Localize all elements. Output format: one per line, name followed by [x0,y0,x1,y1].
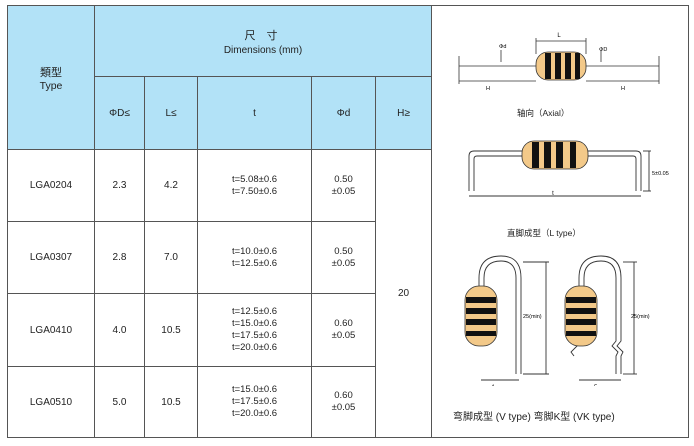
cell-t: t=10.0±0.6 t=12.5±0.6 [197,221,312,294]
d-value: 0.60 [334,390,353,401]
col-header-L: L≤ [144,76,198,150]
label-H-left: H [486,86,490,92]
t-value: t=7.50±0.6 [231,185,278,197]
cell-t: t=15.0±0.6 t=17.5±0.6 t=20.0±0.6 [197,366,312,438]
cell-L: 4.2 [144,149,198,222]
d-value: 0.60 [334,318,353,329]
table-row: LGA0510 5.0 10.5 t=15.0±0.6 t=17.5±0.6 t… [7,366,432,438]
cell-type: LGA0510 [7,366,95,438]
label-t: t [552,191,554,197]
col-header-t: t [197,76,312,150]
d-tolerance: ±0.05 [331,185,356,197]
type-header-en: Type [39,79,63,92]
cell-D: 2.3 [94,149,145,222]
dimensions-header: 尺 寸 Dimensions (mm) [94,5,432,77]
t-value: t=15.0±0.6 [231,384,278,395]
l-type-resistor-diagram: t 5±0.05 [468,140,669,197]
cell-d: 0.50 ±0.05 [311,221,376,294]
table-row: LGA0307 2.8 7.0 t=10.0±0.6 t=12.5±0.6 0.… [7,221,432,294]
t-value: t=20.0±0.6 [231,342,278,353]
cell-t: t=12.5±0.6 t=15.0±0.6 t=17.5±0.6 t=20.0±… [197,293,312,367]
label-phiD: ΦD [599,47,607,53]
label-5: 5±0.05 [652,171,669,177]
cell-type: LGA0410 [7,293,95,367]
l-type-caption: 直脚成型（L type） [507,228,581,238]
dimensions-header-cn: 尺 寸 [244,29,282,42]
label-5b: 5 [594,385,598,386]
t-value: t=17.5±0.6 [231,396,278,407]
col-header-H: H≥ [375,76,432,150]
cell-d: 0.60 ±0.05 [311,293,376,367]
label-H-right: H [621,86,625,92]
d-value: 0.50 [334,173,353,185]
v-vk-type-caption: 弯脚成型 (V type) 弯脚K型 (VK type) [453,412,615,423]
cell-type: LGA0204 [7,149,95,222]
label-phid: Φd [499,44,506,50]
d-tolerance: ±0.05 [331,330,356,341]
label-4: 4 [491,385,495,386]
t-value: t=12.5±0.6 [231,306,278,317]
cell-d: 0.50 ±0.05 [311,149,376,222]
cell-t: t=5.08±0.6 t=7.50±0.6 [197,149,312,222]
cell-D: 4.0 [94,293,145,367]
axial-resistor-diagram: L ΦD Φd H H [458,33,660,92]
d-tolerance: ±0.05 [331,257,356,269]
label-25-right: 25(min) [631,314,650,320]
cell-d: 0.60 ±0.05 [311,366,376,438]
axial-caption: 轴向（Axial） [517,108,570,118]
type-header-cn: 類型 [40,66,62,79]
col-header-d: Φd [311,76,376,150]
table-row: LGA0204 2.3 4.2 t=5.08±0.6 t=7.50±0.6 0.… [7,149,432,438]
d-value: 0.50 [334,245,353,257]
v-vk-type-resistor-diagram: 25(min) 25(min) 4 5 [464,255,650,386]
t-value: t=20.0±0.6 [231,408,278,419]
t-value: t=5.08±0.6 [231,173,278,185]
cell-L: 7.0 [144,221,198,294]
t-value: t=10.0±0.6 [231,245,278,257]
cell-type: LGA0307 [7,221,95,294]
dimensions-header-en: Dimensions (mm) [223,44,303,56]
cell-H: 20 [375,149,432,438]
label-L: L [557,33,561,39]
t-value: t=12.5±0.6 [231,257,278,269]
label-25-left: 25(min) [523,314,542,320]
d-tolerance: ±0.05 [331,402,356,413]
dimensions-table: 類型 Type 尺 寸 Dimensions (mm) ΦD≤ L≤ t Φd … [7,5,432,438]
cell-L: 10.5 [144,293,198,367]
cell-D: 2.8 [94,221,145,294]
t-value: t=15.0±0.6 [231,318,278,329]
resistor-diagrams-panel: L ΦD Φd H H 轴向（Axial） t 5±0.05 直 [431,5,689,438]
cell-D: 5.0 [94,366,145,438]
table-row: LGA0410 4.0 10.5 t=12.5±0.6 t=15.0±0.6 t… [7,293,432,367]
col-header-D: ΦD≤ [94,76,145,150]
cell-L: 10.5 [144,366,198,438]
type-header: 類型 Type [7,5,95,150]
t-value: t=17.5±0.6 [231,330,278,341]
